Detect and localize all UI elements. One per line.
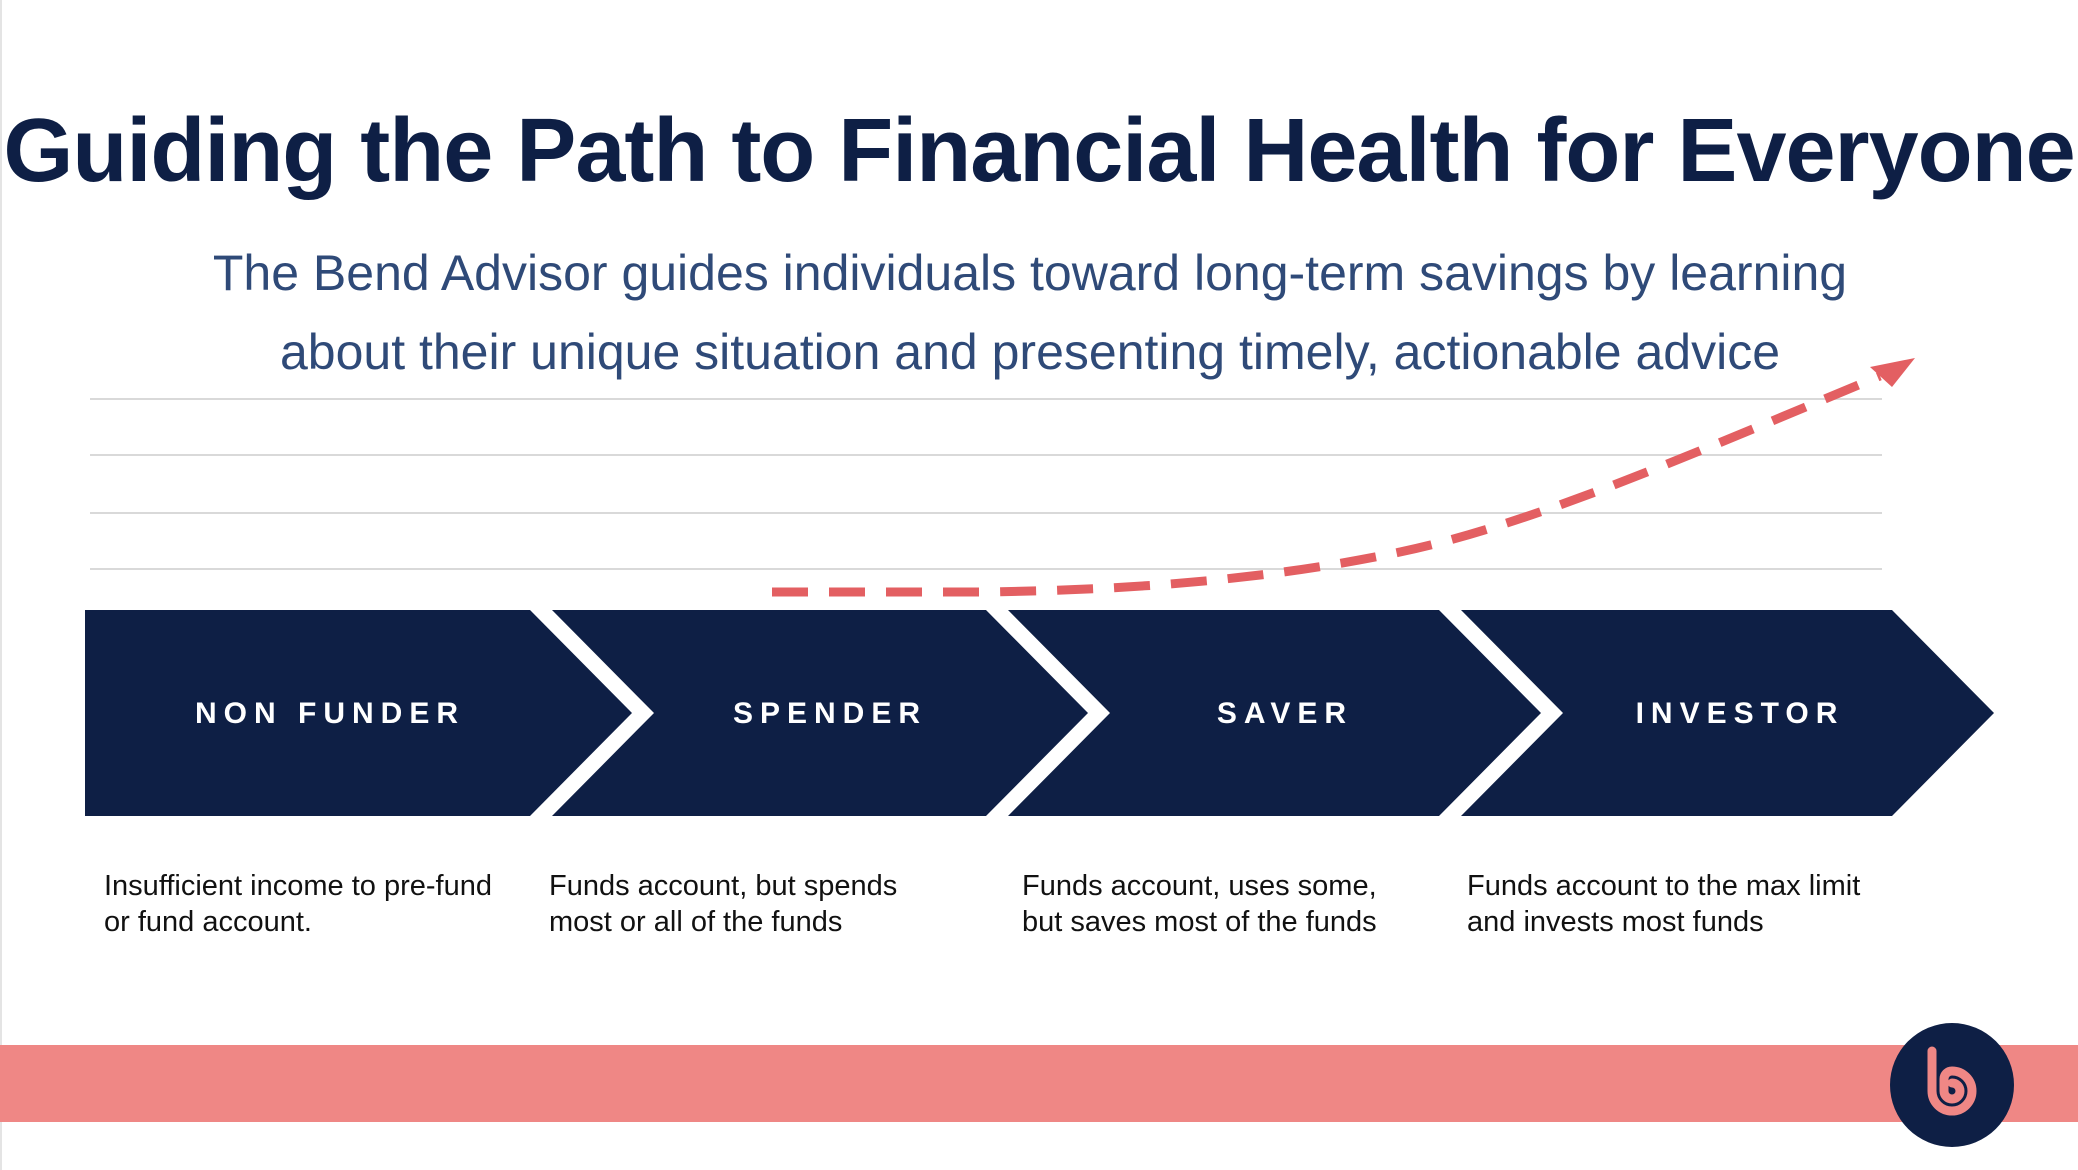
stage-description-line: and invests most funds bbox=[1467, 906, 1764, 938]
chevron-spender bbox=[552, 610, 1088, 816]
footer-bar bbox=[0, 1045, 2078, 1122]
stage-description-line: but saves most of the funds bbox=[1022, 906, 1377, 938]
stage-description-investor: Funds account to the max limit and inves… bbox=[1467, 868, 1860, 940]
slide-edge bbox=[0, 0, 2, 1170]
guide-lines bbox=[90, 398, 1882, 570]
trend-arrowhead bbox=[1870, 358, 1915, 387]
subtitle-line-1: The Bend Advisor guides individuals towa… bbox=[212, 245, 1848, 301]
stage-label-saver: SAVER bbox=[1216, 697, 1354, 730]
dashed-arrow-icon bbox=[772, 358, 1915, 597]
bend-logo-icon bbox=[1890, 1023, 2014, 1147]
stage-description-line: Funds account, but spends bbox=[549, 870, 898, 902]
page-title: Guiding the Path to Financial Health for… bbox=[3, 101, 2075, 201]
chevron-investor bbox=[1461, 610, 1994, 816]
stage-label-investor: INVESTOR bbox=[1635, 697, 1845, 730]
subtitle: The Bend Advisor guides individuals towa… bbox=[120, 234, 1940, 392]
stage-chevrons bbox=[85, 610, 1994, 816]
subtitle-line-2: about their unique situation and present… bbox=[279, 324, 1781, 380]
stage-description-line: or fund account. bbox=[104, 906, 312, 938]
stage-description-line: Funds account, uses some, bbox=[1022, 870, 1377, 902]
stage-description-line: most or all of the funds bbox=[549, 906, 843, 938]
chevron-saver bbox=[1008, 610, 1541, 816]
chevron-non-funder bbox=[85, 610, 632, 816]
logo-spiral bbox=[1927, 1046, 1977, 1116]
stage-description-line: Insufficient income to pre-fund bbox=[104, 870, 492, 902]
stage-description-spender: Funds account, but spends most or all of… bbox=[549, 868, 897, 940]
stage-description-line: Funds account to the max limit bbox=[1467, 870, 1861, 902]
stage-description-saver: Funds account, uses some, but saves most… bbox=[1022, 868, 1377, 940]
stage-description-non-funder: Insufficient income to pre-fund or fund … bbox=[104, 868, 492, 940]
stage-label-spender: SPENDER bbox=[732, 697, 928, 730]
trend-line bbox=[772, 371, 1882, 597]
stage-label-non-funder: NON FUNDER bbox=[195, 697, 465, 730]
